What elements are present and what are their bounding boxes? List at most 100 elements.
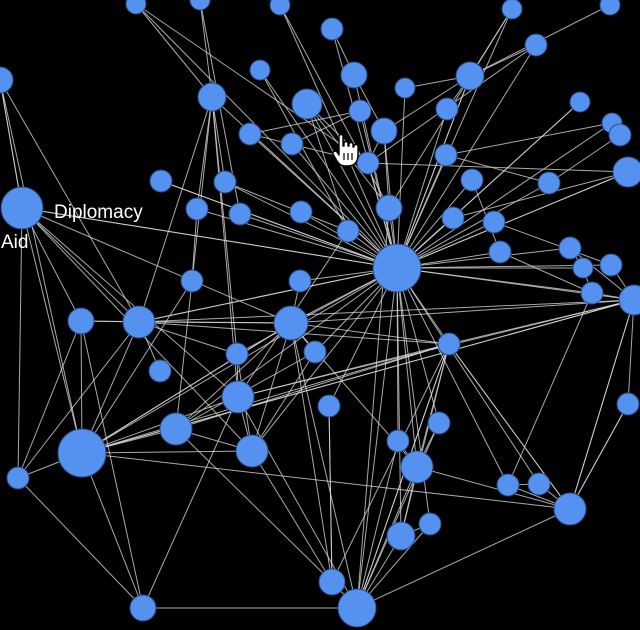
graph-node[interactable]: [558, 236, 582, 260]
graph-edge: [279, 4, 390, 209]
graph-edge: [569, 299, 635, 510]
graph-node[interactable]: [524, 33, 548, 57]
graph-node[interactable]: [580, 281, 604, 305]
graph-node[interactable]: [185, 197, 209, 221]
graph-node[interactable]: [122, 305, 156, 339]
graph-node[interactable]: [57, 428, 107, 478]
graph-node[interactable]: [386, 521, 416, 551]
graph-node[interactable]: [273, 305, 309, 341]
graph-node[interactable]: [501, 0, 523, 20]
graph-edge: [356, 267, 398, 609]
graph-node[interactable]: [125, 0, 147, 15]
graph-edge: [507, 292, 593, 486]
graph-node[interactable]: [269, 0, 291, 16]
graph-node[interactable]: [527, 472, 551, 496]
graph-node[interactable]: [288, 269, 312, 293]
graph-edge: [251, 351, 316, 452]
graph-node[interactable]: [303, 340, 327, 364]
graph-node[interactable]: [455, 61, 485, 91]
graph-node[interactable]: [599, 0, 621, 16]
graph-edge: [175, 322, 292, 430]
graph-edge: [396, 101, 581, 269]
graph-edge: [259, 69, 349, 232]
graph-node[interactable]: [394, 77, 416, 99]
graph-node[interactable]: [618, 284, 640, 316]
graph-node[interactable]: [348, 99, 372, 123]
graph-node[interactable]: [553, 492, 587, 526]
graph-edge: [80, 320, 292, 324]
graph-node[interactable]: [180, 269, 204, 293]
graph-edge: [138, 299, 635, 323]
graph-node[interactable]: [537, 171, 561, 195]
graph-node[interactable]: [318, 568, 346, 596]
graph-node[interactable]: [280, 132, 304, 156]
graph-node[interactable]: [149, 169, 173, 193]
graph-node[interactable]: [336, 219, 360, 243]
graph-node[interactable]: [616, 392, 640, 416]
graph-node[interactable]: [434, 143, 458, 167]
graph-node[interactable]: [375, 194, 403, 222]
graph-node[interactable]: [418, 512, 442, 536]
graph-edge: [199, 0, 213, 98]
graph-node[interactable]: [235, 434, 269, 468]
graph-edge: [0, 79, 83, 454]
graph-edge: [493, 221, 612, 266]
graph-node[interactable]: [488, 240, 512, 264]
graph-edge: [142, 396, 239, 609]
graph-node[interactable]: [6, 466, 30, 490]
graph-edge: [81, 452, 571, 510]
graph-node[interactable]: [320, 17, 344, 41]
graph-node[interactable]: [228, 202, 252, 226]
graph-node[interactable]: [460, 168, 484, 192]
graph-node[interactable]: [572, 257, 594, 279]
graph-edge: [396, 247, 571, 269]
graph-node[interactable]: [0, 186, 44, 230]
graph-edge: [396, 267, 540, 485]
graph-node[interactable]: [249, 59, 271, 81]
graph-edge: [396, 267, 593, 294]
graph-node[interactable]: [370, 117, 398, 145]
graph-node[interactable]: [435, 97, 459, 121]
graph-edge: [249, 110, 361, 135]
graph-node[interactable]: [356, 151, 380, 175]
graph-node[interactable]: [340, 61, 368, 89]
graph-node[interactable]: [197, 82, 227, 112]
graph-node[interactable]: [496, 473, 520, 497]
graph-node[interactable]: [238, 122, 262, 146]
graph-edge: [251, 450, 333, 583]
graph-edge: [356, 440, 399, 609]
graph-node[interactable]: [612, 156, 640, 188]
graph-node[interactable]: [0, 66, 14, 94]
graph-edge: [21, 207, 239, 398]
graph-edge: [249, 133, 398, 269]
graph-node[interactable]: [400, 450, 434, 484]
graph-edge: [138, 96, 213, 323]
graph-node[interactable]: [221, 380, 255, 414]
graph-node[interactable]: [437, 332, 461, 356]
graph-node[interactable]: [569, 91, 591, 113]
graph-node[interactable]: [441, 206, 465, 230]
graph-node[interactable]: [291, 88, 323, 120]
graph-node[interactable]: [225, 342, 249, 366]
graph-node[interactable]: [67, 307, 95, 335]
graph-node[interactable]: [159, 412, 193, 446]
graph-node[interactable]: [289, 200, 313, 224]
graph-node[interactable]: [189, 0, 211, 11]
graph-node[interactable]: [317, 394, 341, 418]
graph-edge: [569, 403, 629, 510]
graph-node[interactable]: [599, 253, 623, 277]
graph-node[interactable]: [337, 588, 377, 628]
graph-node[interactable]: [213, 170, 237, 194]
graph-node[interactable]: [608, 123, 632, 147]
graph-node[interactable]: [129, 594, 157, 622]
graph-node[interactable]: [372, 243, 422, 293]
graph-node[interactable]: [148, 359, 172, 383]
graph-edge: [175, 428, 333, 583]
graph-node[interactable]: [427, 411, 451, 435]
graph-node[interactable]: [482, 210, 506, 234]
graph-edge: [81, 450, 253, 454]
graph-edge: [396, 75, 471, 269]
graph-node[interactable]: [386, 429, 410, 453]
